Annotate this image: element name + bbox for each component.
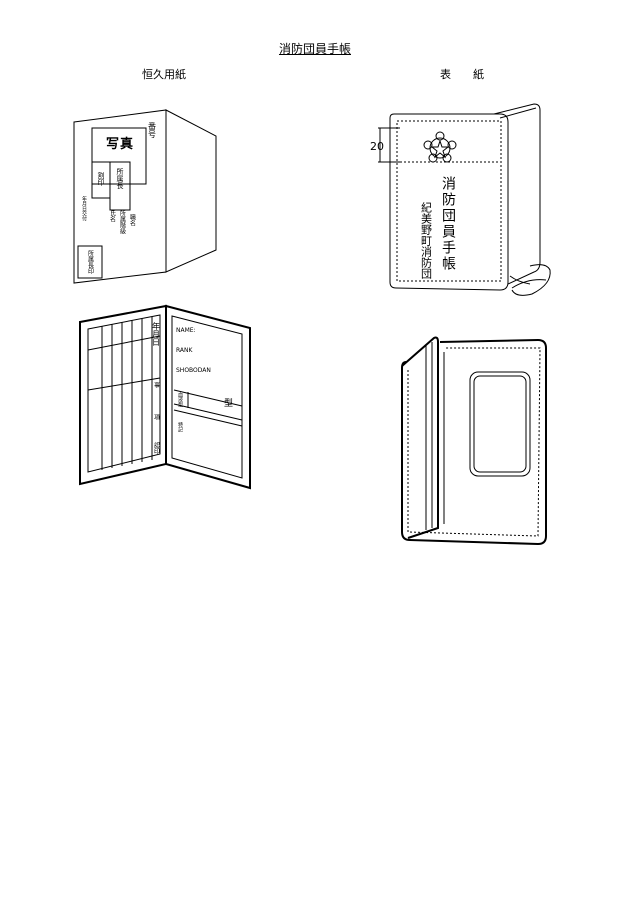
photo-frame — [91, 127, 147, 185]
notes-label: 特記 — [177, 421, 183, 433]
number-label: 番号 — [148, 121, 157, 139]
title-text: 所属階級 — [119, 209, 126, 235]
blood-type-label: 血液型 — [177, 391, 183, 407]
split-stamp-text: 割印 — [97, 171, 105, 187]
cover-open-figure — [401, 336, 547, 546]
permanent-sheet-open-figure: NAME: RANK SHOBODAN 年月日 事 項 認印 血液型 型 特記 — [79, 304, 251, 490]
permanent-sheet-front-figure: 写 真 番号 割印 所属長 所属階級 氏名 職名 年月日交付 所属長印 — [73, 109, 217, 284]
chief-seal-text: 所属長印 — [87, 249, 94, 275]
cover-label: 表 紙 — [440, 68, 484, 81]
affiliation-box — [109, 161, 131, 211]
document-title: 消防団員手帳 — [278, 42, 351, 56]
rank-label: RANK — [176, 347, 194, 354]
photo-label-1: 写 — [106, 137, 119, 152]
shobodan-label: SHOBODAN — [176, 367, 211, 374]
date-text: 年月日交付 — [81, 195, 87, 222]
blood-type-suffix: 型 — [224, 398, 233, 409]
cover-front-figure: 20 消防団員手帳 紀美野町消防団 — [370, 103, 551, 296]
position-text: 職名 — [129, 213, 136, 227]
dimension-label: 20 — [370, 140, 384, 153]
cover-title-vertical: 消防団員手帳 — [440, 176, 456, 272]
event-column-header: 事 — [153, 381, 160, 389]
name-label: NAME: — [176, 327, 196, 334]
item-column-header: 項 — [153, 414, 160, 421]
date-column-header: 年月日 — [152, 321, 161, 347]
name-text: 氏名 — [109, 209, 116, 223]
id-window — [469, 371, 531, 477]
permanent-sheet-label: 恒久用紙 — [142, 68, 186, 81]
photo-label-2: 真 — [120, 136, 133, 152]
cover-org-vertical: 紀美野町消防団 — [420, 202, 433, 280]
chief-seal-box — [77, 245, 103, 279]
fire-brigade-emblem-icon — [423, 131, 457, 163]
affiliation-text: 所属長 — [116, 167, 124, 190]
seal-column-header: 認印 — [153, 441, 160, 455]
